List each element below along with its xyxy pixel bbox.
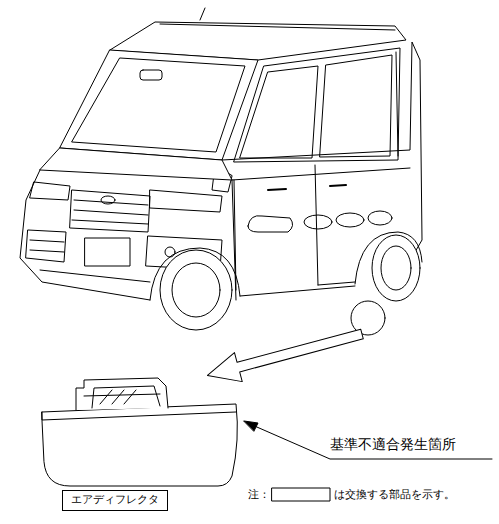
defect-location-label: 基準不適合発生箇所	[330, 436, 456, 454]
part-name: エアディフレクタ	[71, 493, 159, 507]
note-text: は交換する部品を示す。	[334, 487, 455, 502]
air-deflector	[42, 378, 237, 486]
part-name-box: エアディフレクタ	[62, 490, 168, 511]
note-text: 注：	[248, 487, 270, 502]
